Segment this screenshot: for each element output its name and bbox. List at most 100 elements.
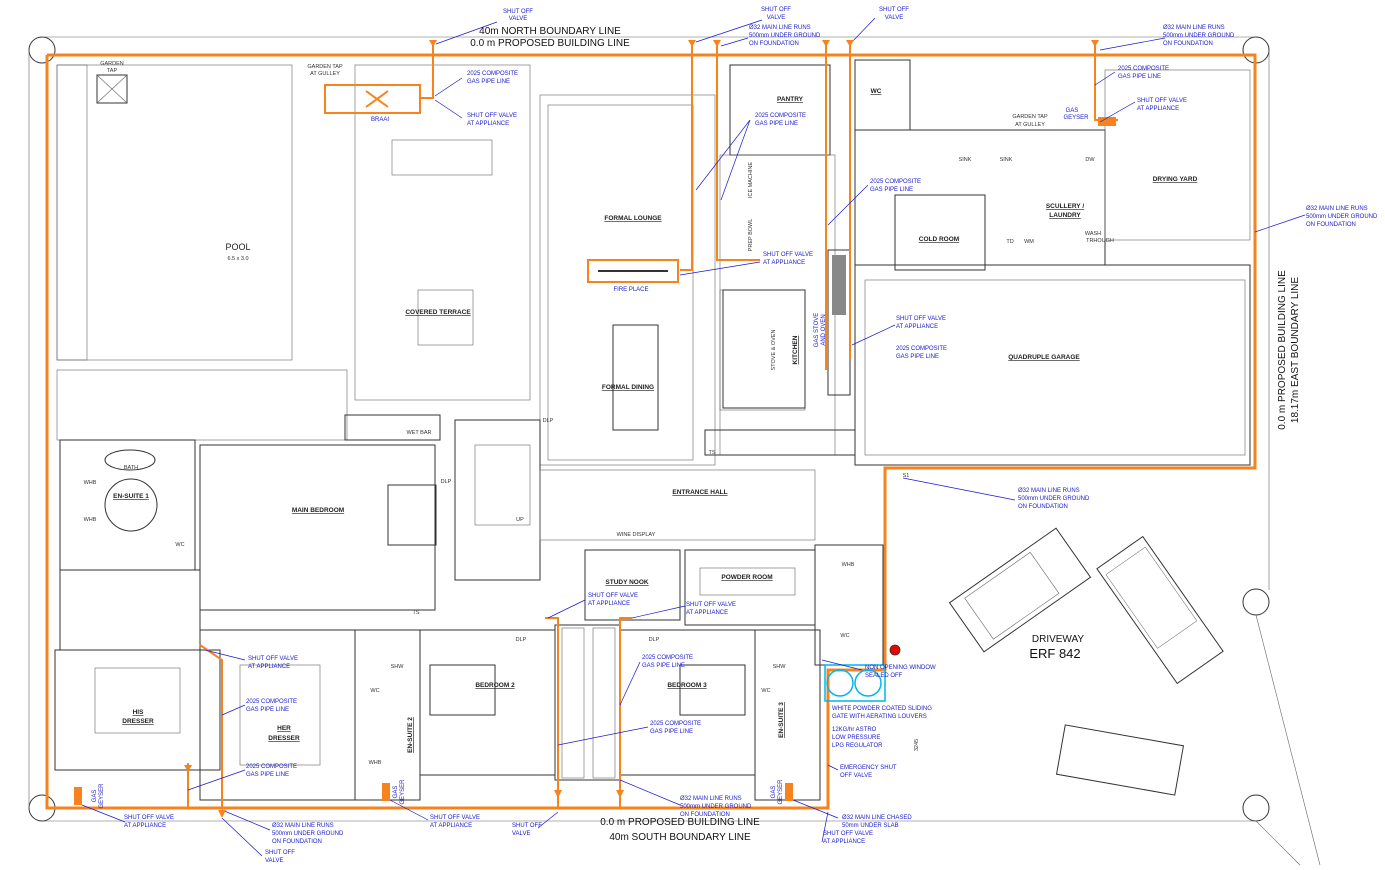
composite-note-2a: 2025 COMPOSITE	[755, 113, 806, 119]
sov-app-note-2a: SHUT OFF VALVE	[763, 252, 813, 258]
garden-tap-gulley-label-3: GARDEN TAP	[1012, 114, 1048, 120]
emergency-note-b: OFF VALVE	[840, 773, 872, 779]
corner-markers	[28, 36, 1270, 822]
main-line-note-3b: 500mm UNDER GROUND	[1306, 214, 1378, 220]
wash-trough-label-1: WASH	[1085, 231, 1101, 237]
main-line-note-5a: Ø32 MAIN LINE RUNS	[272, 823, 334, 829]
scullery-label: SCULLERY /	[1046, 203, 1084, 210]
sov-app-note-4a: SHUT OFF VALVE	[1137, 98, 1187, 104]
sov-app-note-9b: AT APPLIANCE	[686, 610, 728, 616]
bath-label: BATH	[124, 465, 138, 471]
composite-note-9a: 2025 COMPOSITE	[650, 721, 701, 727]
garden-tap-label-2: TAP	[107, 68, 118, 74]
room-labels: POOL 6.5 x 3.0 COVERED TERRACE FORMAL LO…	[113, 88, 1197, 753]
ensuite-3-label: EN-SUITE 3	[778, 702, 785, 738]
laundry-label: LAUNDRY	[1049, 212, 1081, 219]
composite-note-9b: GAS PIPE LINE	[650, 729, 693, 735]
wc-label-2: WC	[370, 688, 379, 694]
main-line-note-6b: 500mm UNDER GROUND	[680, 804, 752, 810]
main-line-note-6a: Ø32 MAIN LINE RUNS	[680, 796, 742, 802]
wc-label-4: WC	[840, 633, 849, 639]
main-line-note-4b: 500mm UNDER GROUND	[1018, 496, 1090, 502]
entrance-hall-label: ENTRANCE HALL	[672, 489, 727, 496]
drying-yard-label: DRYING YARD	[1153, 176, 1198, 183]
sov-app-note-3a: SHUT OFF VALVE	[896, 316, 946, 322]
sink-label-1: SINK	[959, 157, 972, 163]
whb-label-3: WHB	[369, 760, 382, 766]
cold-room-label: COLD ROOM	[919, 236, 959, 243]
garden-tap-label-1: GARDEN	[100, 61, 124, 67]
dlp-label-2: DLP	[441, 479, 452, 485]
sov-app-note-10b: AT APPLIANCE	[823, 839, 865, 845]
his-dresser-label-2: DRESSER	[122, 718, 154, 725]
wc-north-label: WC	[871, 88, 882, 95]
sov-app-note-2b: AT APPLIANCE	[763, 260, 805, 266]
east-building-line-label: 0.0 m PROPOSED BUILDING LINE	[1277, 270, 1288, 430]
main-line-note-2b: 500mm UNDER GROUND	[1163, 33, 1235, 39]
sov-note-4b: VALVE	[265, 858, 283, 864]
stove-oven-label: STOVE & OVEN	[771, 330, 777, 371]
shw-label-1: SHW	[391, 664, 405, 670]
pool-label: POOL	[225, 242, 250, 252]
gate-note-b: GATE WITH AERATING LOUVERS	[832, 714, 927, 720]
dimension-label: 3245	[914, 739, 920, 751]
composite-note-1a: 2025 COMPOSITE	[467, 71, 518, 77]
sov-app-note-8b: AT APPLIANCE	[588, 601, 630, 607]
composite-note-6a: 2025 COMPOSITE	[246, 699, 297, 705]
sov-app-note-1b: AT APPLIANCE	[467, 121, 509, 127]
gas-geyser-label-5: GAS	[393, 786, 399, 799]
wine-display-label: WINE DISPLAY	[617, 532, 656, 538]
gas-stove-label-1: GAS STOVE	[814, 313, 820, 348]
gas-geyser-label-8: GEYSER	[778, 779, 784, 805]
sov-note-2a: SHUT OFF	[761, 7, 791, 13]
regulator-note-a: 12KG/hr ASTRO	[832, 727, 877, 733]
gas-building-line	[45, 53, 1257, 810]
main-line-note-1b: 500mm UNDER GROUND	[749, 33, 821, 39]
sov-app-note-4b: AT APPLIANCE	[1137, 106, 1179, 112]
valve-markers	[184, 40, 1099, 818]
south-building-line-label: 0.0 m PROPOSED BUILDING LINE	[600, 817, 760, 828]
whb-label-1: WHB	[84, 480, 97, 486]
main-line-note-5c: ON FOUNDATION	[272, 839, 322, 845]
dw-label: DW	[1085, 157, 1095, 163]
gas-geyser-label-3: GAS	[92, 790, 98, 803]
sov-note-2b: VALVE	[767, 15, 785, 21]
main-line-note-5b: 500mm UNDER GROUND	[272, 831, 344, 837]
fire-place-label: FIRE PLACE	[613, 287, 648, 293]
main-line-note-2c: ON FOUNDATION	[1163, 41, 1213, 47]
gas-stove-label-2: AND OVEN	[821, 314, 827, 345]
sov-note-1a: SHUT OFF	[503, 9, 533, 15]
composite-note-7b: GAS PIPE LINE	[246, 772, 289, 778]
north-building-line-label: 0.0 m PROPOSED BUILDING LINE	[470, 38, 630, 49]
fixture-labels: GARDEN TAP GARDEN TAP AT GULLEY GARDEN T…	[84, 61, 1114, 809]
bedroom-3-label: BEDROOM 3	[667, 682, 707, 689]
gas-notes: SHUT OFF VALVE SHUT OFF VALVE SHUT OFF V…	[124, 7, 1378, 864]
sov-note-5b: VALVE	[512, 831, 530, 837]
his-dresser-label-1: HIS	[133, 709, 145, 716]
composite-note-3a: 2025 COMPOSITE	[870, 179, 921, 185]
td-label: TD	[1006, 239, 1013, 245]
ensuite-1-label: EN-SUITE 1	[113, 493, 149, 500]
gas-geyser-label-2: GEYSER	[1063, 115, 1089, 121]
sink-label-2: SINK	[1000, 157, 1013, 163]
sov-note-5a: SHUT OFF	[512, 823, 542, 829]
wet-bar-label: WET BAR	[407, 430, 432, 436]
sov-app-note-9a: SHUT OFF VALVE	[686, 602, 736, 608]
boundary-labels: 40m NORTH BOUNDARY LINE 0.0 m PROPOSED B…	[470, 26, 1301, 843]
gas-geyser-label-1: GAS	[1066, 108, 1079, 114]
s1-label: S1	[903, 473, 910, 479]
east-boundary-label: 18.17m EAST BOUNDARY LINE	[1290, 277, 1301, 424]
driveway-label: DRIVEWAY	[1032, 634, 1085, 645]
regulator-note-c: LPG REGULATOR	[832, 743, 883, 749]
boundary-lines	[28, 36, 1321, 866]
emergency-note-a: EMERGENCY SHUT	[840, 765, 897, 771]
composite-note-8a: 2025 COMPOSITE	[642, 655, 693, 661]
garden-tap-gulley-label-4: AT GULLEY	[1015, 122, 1045, 128]
gas-geyser-label-4: GEYSER	[99, 783, 105, 809]
prep-bowl-label: PREP BOWL	[748, 219, 754, 252]
gas-pipe-runs	[74, 40, 1118, 808]
main-line-note-3c: ON FOUNDATION	[1306, 222, 1356, 228]
walls	[54, 59, 1251, 801]
gas-geyser-label-6: GEYSER	[400, 779, 406, 805]
whb-label-4: WHB	[842, 562, 855, 568]
